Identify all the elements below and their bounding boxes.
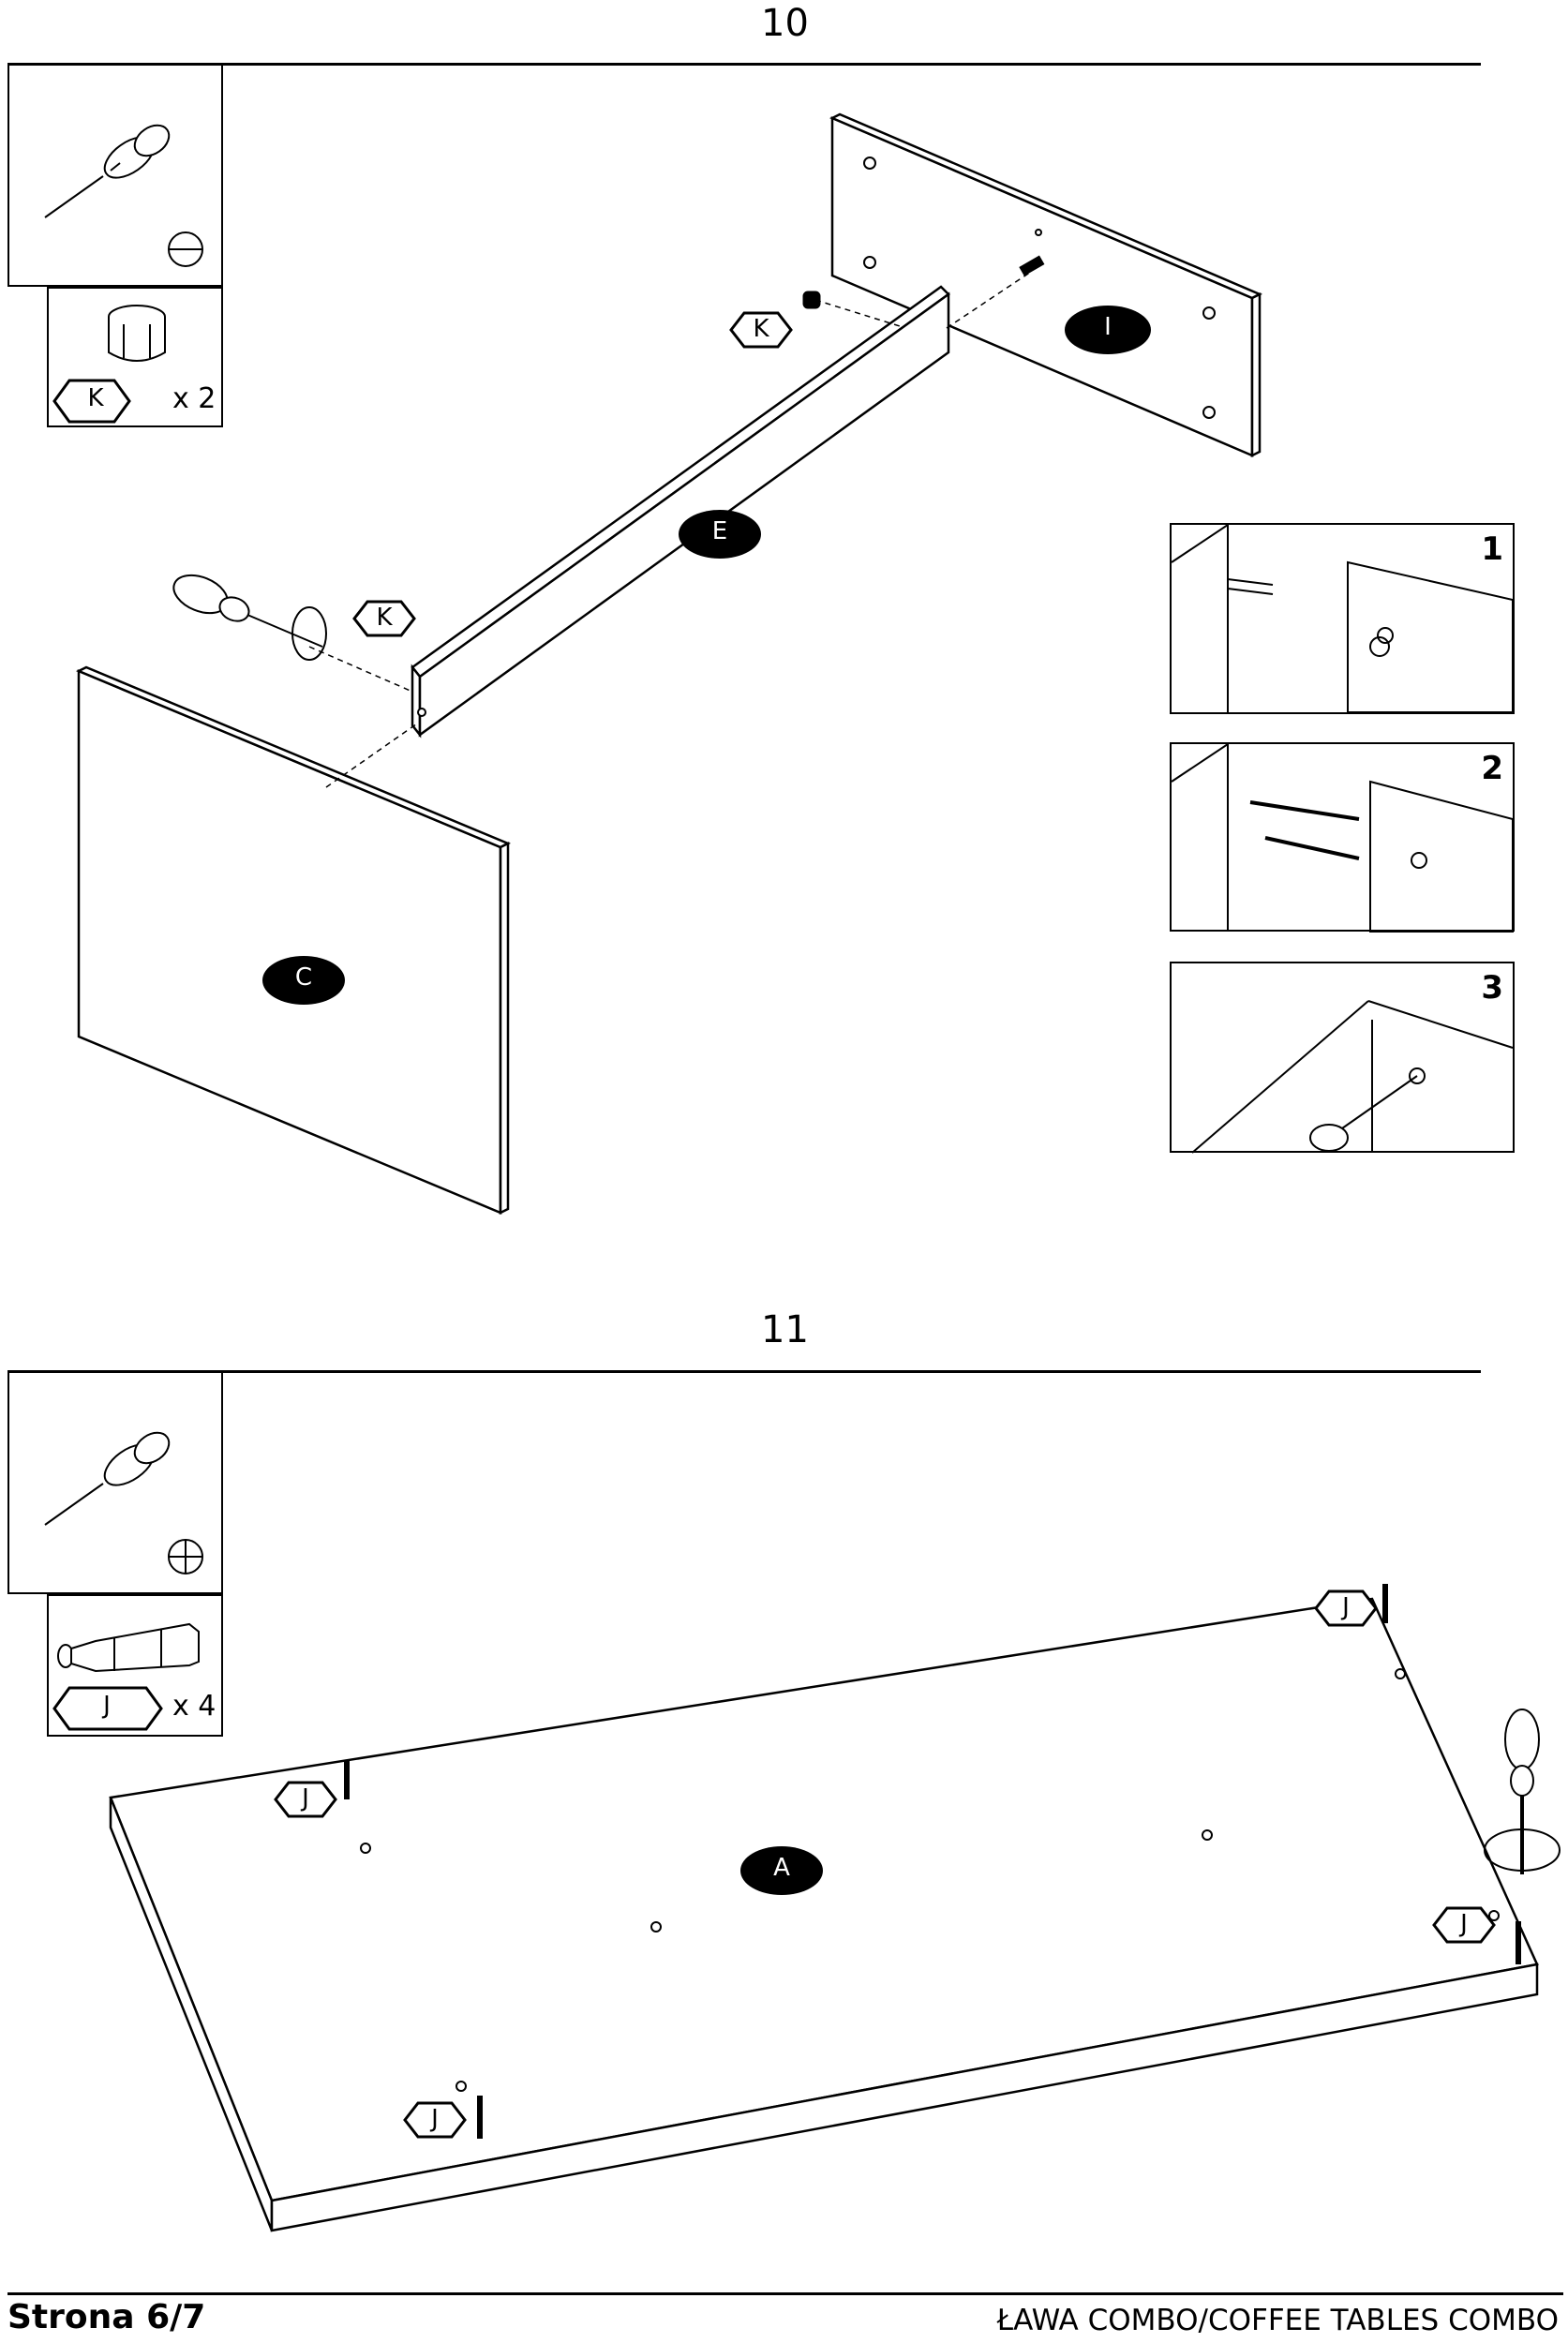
step-number-11: 11 (761, 1308, 809, 1351)
callout-J-bottom: J (431, 2105, 439, 2133)
part-label-K: K (87, 384, 104, 412)
detail-number-2: 2 (1481, 750, 1503, 787)
part-quantity-K: x 2 (172, 382, 217, 415)
tool-box-step-10 (7, 64, 223, 287)
step-11-rule (7, 1370, 1481, 1373)
detail-box-1: 1 (1170, 523, 1515, 714)
callout-K-left: K (376, 604, 393, 632)
part-box-J: J x 4 (47, 1594, 223, 1737)
callout-J-left: J (302, 1784, 309, 1813)
phillips-screwdriver-icon (44, 1431, 203, 1574)
detail-box-2: 2 (1170, 742, 1515, 933)
part-quantity-J: x 4 (172, 1690, 217, 1723)
panel-label-C: C (294, 963, 313, 992)
callout-J-right: J (1460, 1910, 1468, 1938)
footer-rule (7, 2292, 1563, 2295)
detail-box-3: 3 (1170, 962, 1515, 1154)
detail-3-drawing (1191, 1000, 1514, 1154)
flat-screwdriver-icon (44, 124, 203, 267)
step-10-rule (7, 63, 1481, 66)
detail-1-drawing (1172, 525, 1514, 713)
detail-number-3: 3 (1481, 969, 1503, 1007)
cam-lock-icon (52, 305, 166, 424)
tool-box-step-11 (7, 1371, 223, 1594)
panel-label-A: A (773, 1854, 790, 1882)
panel-label-E: E (711, 517, 728, 545)
page-number: Strona 6/7 (7, 2298, 206, 2336)
part-box-K: K x 2 (47, 287, 223, 427)
callout-J-top-right: J (1342, 1593, 1350, 1621)
detail-number-1: 1 (1481, 530, 1503, 568)
part-label-J: J (103, 1692, 111, 1720)
product-name: ŁAWA COMBO/COFFEE TABLES COMBO (996, 2304, 1559, 2337)
step-number-10: 10 (761, 2, 809, 45)
callout-K-top: K (753, 315, 769, 343)
panel-label-I: I (1104, 313, 1112, 341)
detail-2-drawing (1172, 744, 1514, 933)
